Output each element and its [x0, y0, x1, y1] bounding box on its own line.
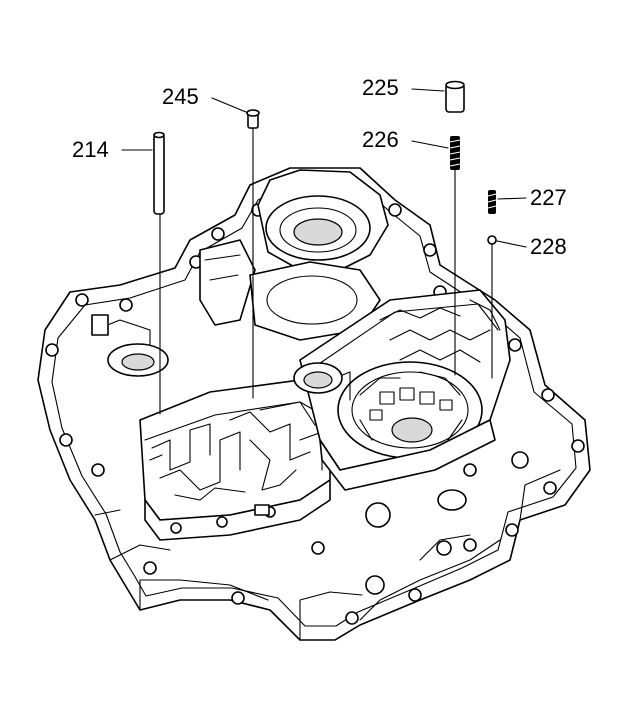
callout-214: 214 — [72, 137, 153, 162]
part-245-bolt — [246, 109, 260, 399]
callout-226: 226 — [362, 127, 449, 152]
svg-text:226: 226 — [362, 127, 399, 152]
part-226-spring — [449, 136, 461, 376]
svg-text:228: 228 — [530, 234, 567, 259]
bell-housing — [199, 169, 389, 341]
svg-text:214: 214 — [72, 137, 109, 162]
left-bearing — [91, 314, 169, 377]
callout-227: 227 — [497, 185, 567, 210]
part-225-cap — [445, 80, 465, 113]
valve-body-left — [139, 379, 331, 541]
part-228-ball — [487, 235, 497, 379]
svg-text:227: 227 — [530, 185, 567, 210]
part-214-pin — [153, 131, 165, 415]
callout-228: 228 — [496, 234, 567, 259]
svg-text:245: 245 — [162, 84, 199, 109]
callout-225: 225 — [362, 75, 445, 100]
callout-245: 245 — [162, 84, 247, 113]
svg-text:225: 225 — [362, 75, 399, 100]
valve-body-right — [293, 289, 511, 528]
part-227-spring — [487, 190, 497, 214]
